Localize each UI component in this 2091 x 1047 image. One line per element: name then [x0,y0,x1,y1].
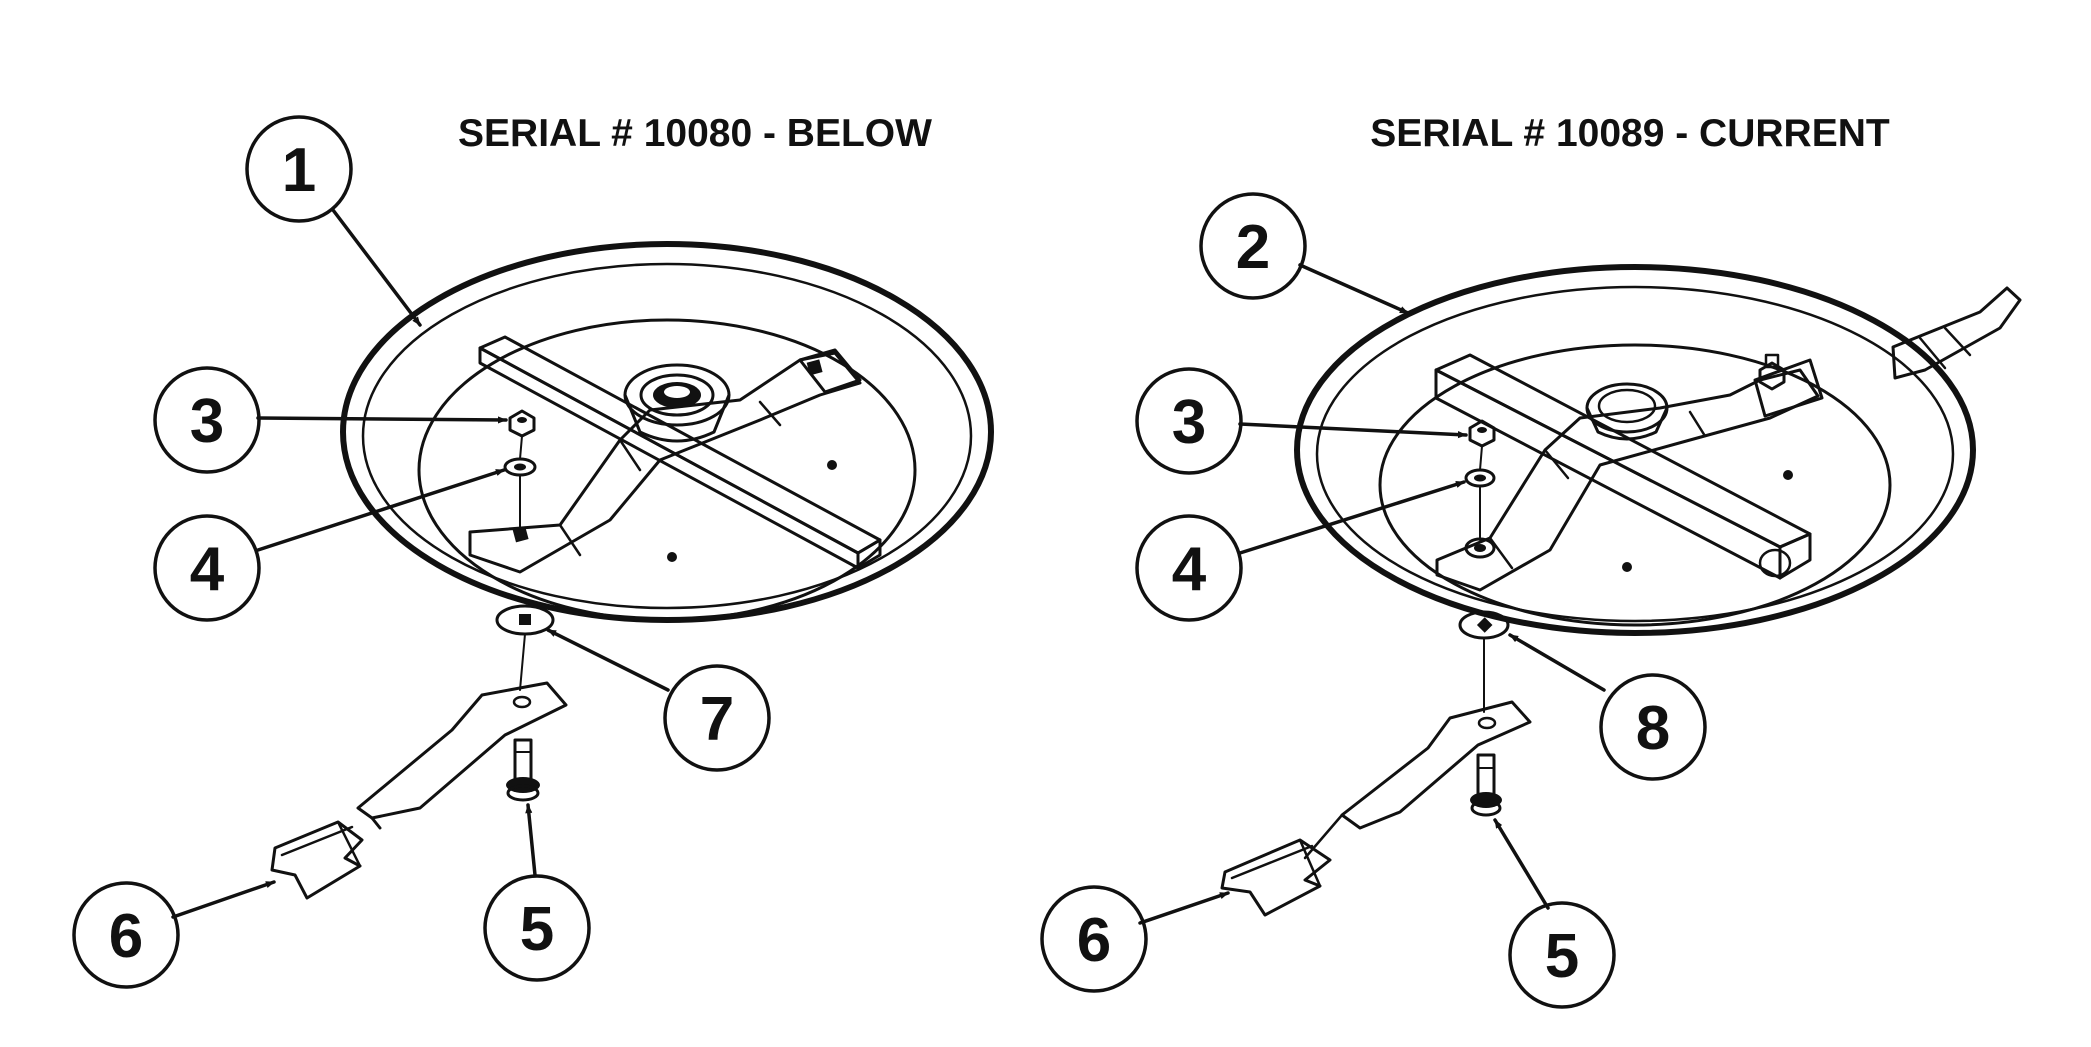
callout-right-4: 4 [1172,535,1207,604]
title-left: SERIAL # 10080 - BELOW [458,112,932,155]
callout-left-7: 7 [700,685,734,754]
title-right: SERIAL # 10089 - CURRENT [1370,112,1890,155]
hub-right [1585,382,1669,441]
hardware-left [503,409,537,529]
cross-frame-right [1434,353,1824,592]
callout-right-5: 5 [1545,922,1579,991]
callouts-left: 1 3 4 7 6 5 [72,115,771,989]
right-assembly: SERIAL # 10089 - CURRENT [1040,112,2022,1009]
leaders-right [1138,263,1606,925]
callout-right-6: 6 [1077,906,1111,975]
callouts-right: 2 3 4 8 6 5 [1040,192,1707,1009]
pan-right [1294,264,1976,636]
callout-right-2: 2 [1236,213,1270,282]
callout-left-1: 1 [282,136,316,205]
leaders-left [171,208,670,919]
hardware-right [1464,419,1496,541]
bolt-left-5 [506,738,540,802]
cross-frame-left [468,335,882,574]
callout-left-3: 3 [190,387,224,456]
pan-left [340,241,994,623]
callout-right-3: 3 [1172,388,1206,457]
callout-left-5: 5 [520,895,554,964]
callout-left-4: 4 [190,535,225,604]
washer-left-7 [495,604,555,691]
callout-left-6: 6 [109,902,143,971]
washer-right-8 [1458,610,1510,713]
side-blade-right [1891,286,2022,380]
hub-left [623,363,731,443]
blade-right [1220,700,1532,917]
left-assembly: SERIAL # 10080 - BELOW [72,112,994,989]
bolt-right-5 [1470,753,1502,817]
blade-left [270,681,568,900]
callout-right-8: 8 [1636,694,1670,763]
